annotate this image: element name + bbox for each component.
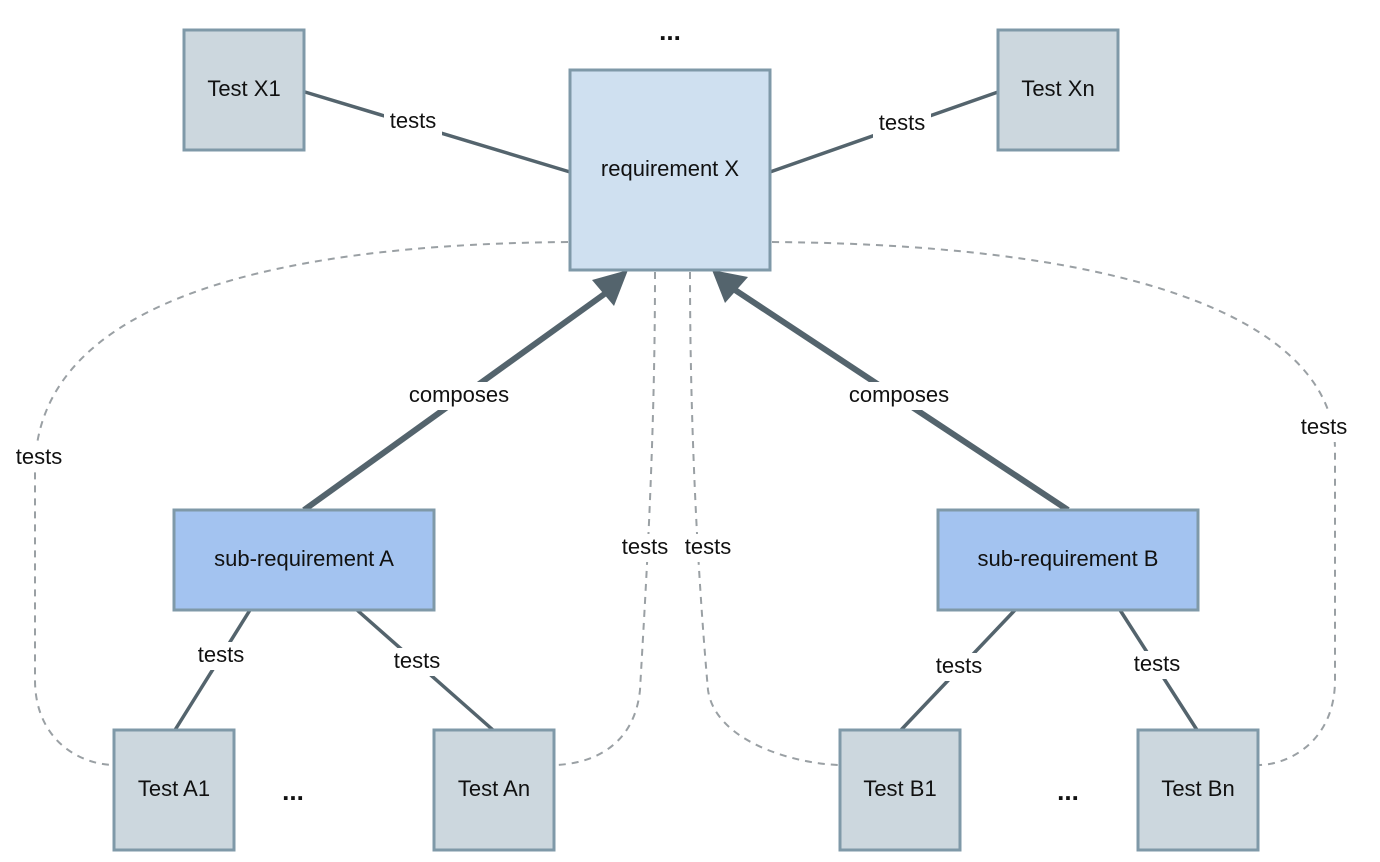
svg-text:tests: tests <box>936 653 982 678</box>
ellipsis-tests-b: ... <box>1057 776 1079 806</box>
arrowhead-composes-b <box>712 270 748 303</box>
node-sub-requirement-a[interactable]: sub-requirement A <box>172 508 436 612</box>
edge-label-tests-dashed-bn: tests <box>1295 414 1353 442</box>
edge-test-bn-requirement-x-dashed <box>771 241 1336 766</box>
arrowhead-composes-a <box>592 270 628 306</box>
edge-label-tests-bn: tests <box>1128 651 1186 679</box>
node-label: Test Bn <box>1161 776 1234 801</box>
edge-label-tests-b1: tests <box>930 653 988 681</box>
edge-test-a1-requirement-x-dashed <box>34 241 569 766</box>
svg-text:composes: composes <box>409 382 509 407</box>
svg-text:tests: tests <box>1134 651 1180 676</box>
svg-text:tests: tests <box>16 444 62 469</box>
svg-text:composes: composes <box>849 382 949 407</box>
ellipsis-top: ... <box>659 16 681 46</box>
node-sub-requirement-b[interactable]: sub-requirement B <box>936 508 1200 612</box>
edge-label-tests-xn: tests <box>873 110 931 138</box>
svg-text:tests: tests <box>685 534 731 559</box>
svg-text:tests: tests <box>622 534 668 559</box>
node-test-an[interactable]: Test An <box>432 728 556 852</box>
node-test-x1[interactable]: Test X1 <box>182 28 306 152</box>
edge-label-tests-a1: tests <box>192 642 250 670</box>
edge-label-tests-dashed-a1: tests <box>10 444 68 472</box>
svg-text:tests: tests <box>879 110 925 135</box>
node-test-bn[interactable]: Test Bn <box>1136 728 1260 852</box>
edge-label-composes-b: composes <box>842 382 956 410</box>
node-label: requirement X <box>601 156 740 181</box>
node-label: sub-requirement B <box>978 546 1159 571</box>
node-label: Test An <box>458 776 530 801</box>
node-test-b1[interactable]: Test B1 <box>838 728 962 852</box>
edge-test-b1-requirement-x-dashed <box>689 271 839 766</box>
node-label: Test B1 <box>863 776 936 801</box>
svg-text:tests: tests <box>390 108 436 133</box>
node-label: Test A1 <box>138 776 210 801</box>
edge-label-composes-a: composes <box>402 382 516 410</box>
edge-test-an-requirement-x-dashed <box>555 271 656 766</box>
svg-text:tests: tests <box>1301 414 1347 439</box>
node-test-xn[interactable]: Test Xn <box>996 28 1120 152</box>
edge-label-tests-x1: tests <box>384 108 442 136</box>
edge-label-tests-an: tests <box>388 648 446 676</box>
node-label: sub-requirement A <box>214 546 394 571</box>
edge-label-tests-dashed-b1: tests <box>679 534 737 562</box>
ellipsis-tests-a: ... <box>282 776 304 806</box>
svg-text:tests: tests <box>198 642 244 667</box>
node-label: Test Xn <box>1021 76 1094 101</box>
node-label: Test X1 <box>207 76 280 101</box>
node-requirement-x[interactable]: requirement X <box>568 68 772 272</box>
svg-text:tests: tests <box>394 648 440 673</box>
node-test-a1[interactable]: Test A1 <box>112 728 236 852</box>
edge-label-tests-dashed-an: tests <box>616 534 674 562</box>
